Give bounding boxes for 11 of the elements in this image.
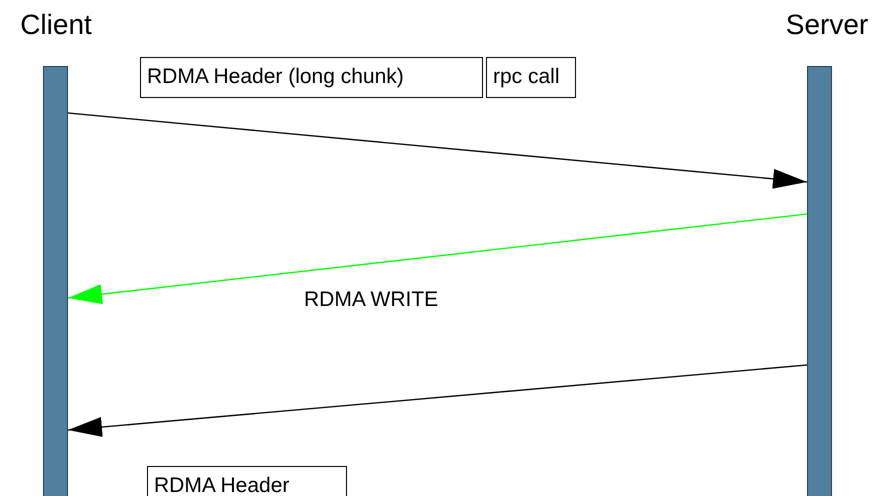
box-text: rpc call — [492, 64, 561, 89]
box-text: RDMA Header (long chunk) — [146, 64, 405, 89]
arrow — [68, 112, 808, 189]
box-text: RDMA Header — [153, 473, 290, 496]
message-box — [147, 466, 347, 496]
lifeline-heading: Server — [784, 8, 870, 42]
arrow — [68, 213, 808, 304]
arrow — [68, 364, 808, 437]
message-box — [486, 57, 576, 98]
lifeline-heading: Client — [19, 8, 93, 42]
message-box — [140, 57, 483, 98]
